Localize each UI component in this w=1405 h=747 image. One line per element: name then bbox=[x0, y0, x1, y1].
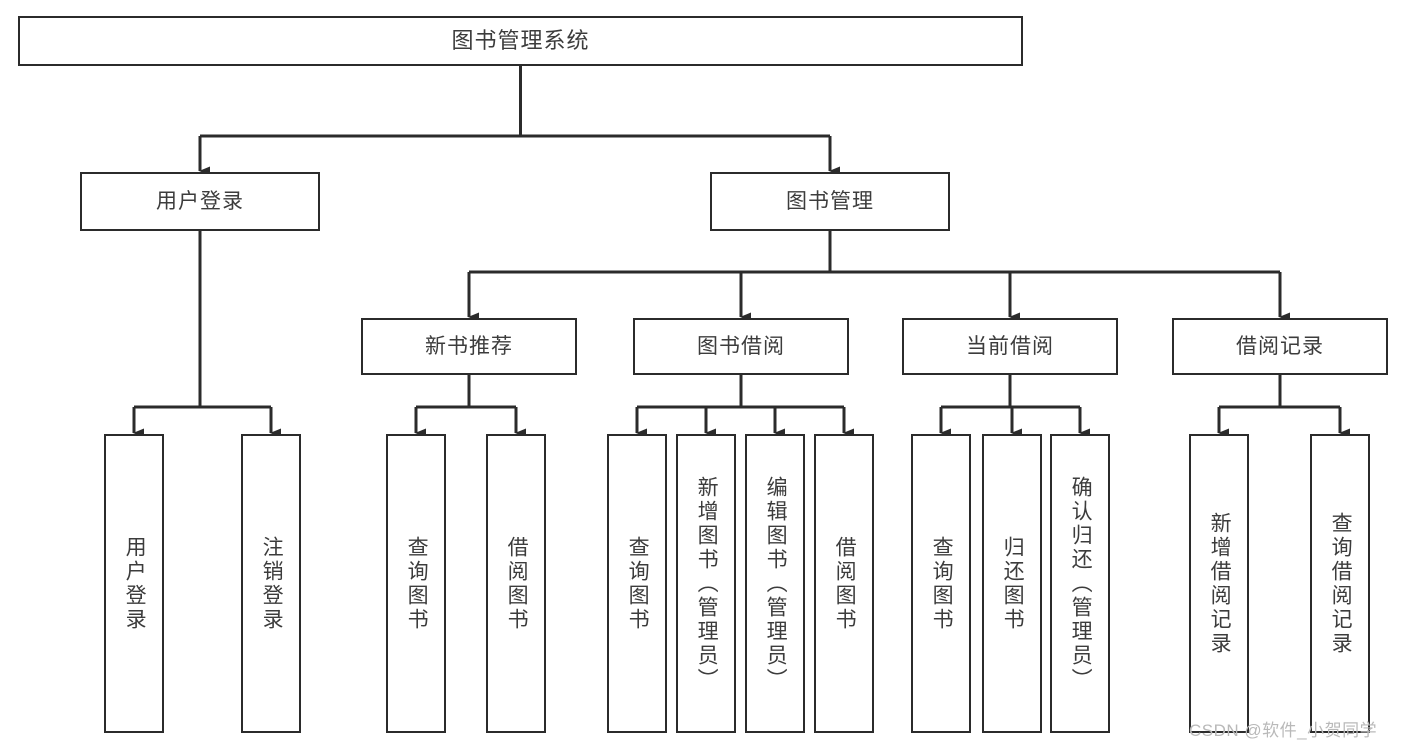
node-current-borrow-label: 当前借阅 bbox=[966, 334, 1054, 358]
node-root[interactable]: 图书管理系统 bbox=[18, 16, 1023, 66]
leaf-query-record-label: 查询借阅记录 bbox=[1329, 511, 1353, 656]
node-current-borrow[interactable]: 当前借阅 bbox=[902, 318, 1118, 375]
node-user-login-label: 用户登录 bbox=[156, 189, 244, 213]
leaf-query-book-cur-label: 查询图书 bbox=[930, 535, 954, 632]
leaf-user-login-label: 用户登录 bbox=[123, 535, 147, 632]
leaf-logout[interactable]: 注销登录 bbox=[241, 434, 301, 733]
leaf-borrow-book-rec[interactable]: 借阅图书 bbox=[486, 434, 546, 733]
leaf-return-book[interactable]: 归还图书 bbox=[982, 434, 1042, 733]
node-user-login[interactable]: 用户登录 bbox=[80, 172, 320, 231]
leaf-confirm-return[interactable]: 确认归还（管理员） bbox=[1050, 434, 1110, 733]
node-book-borrow-label: 图书借阅 bbox=[697, 334, 785, 358]
leaf-query-book-rec[interactable]: 查询图书 bbox=[386, 434, 446, 733]
leaf-edit-book-label: 编辑图书（管理员） bbox=[764, 475, 788, 692]
node-new-book-recommend[interactable]: 新书推荐 bbox=[361, 318, 577, 375]
leaf-borrow-book-rec-label: 借阅图书 bbox=[505, 535, 529, 632]
leaf-query-record[interactable]: 查询借阅记录 bbox=[1310, 434, 1370, 733]
leaf-add-book-label: 新增图书（管理员） bbox=[695, 475, 719, 692]
node-book-manage-label: 图书管理 bbox=[786, 189, 874, 213]
leaf-logout-label: 注销登录 bbox=[260, 535, 284, 632]
leaf-add-record[interactable]: 新增借阅记录 bbox=[1189, 434, 1249, 733]
node-root-label: 图书管理系统 bbox=[451, 27, 590, 53]
leaf-confirm-return-label: 确认归还（管理员） bbox=[1069, 475, 1093, 692]
leaf-return-book-label: 归还图书 bbox=[1001, 535, 1025, 632]
leaf-add-record-label: 新增借阅记录 bbox=[1208, 511, 1232, 656]
node-borrow-record-label: 借阅记录 bbox=[1236, 334, 1324, 358]
leaf-borrow-book[interactable]: 借阅图书 bbox=[814, 434, 874, 733]
node-borrow-record[interactable]: 借阅记录 bbox=[1172, 318, 1388, 375]
leaf-edit-book[interactable]: 编辑图书（管理员） bbox=[745, 434, 805, 733]
leaf-add-book[interactable]: 新增图书（管理员） bbox=[676, 434, 736, 733]
leaf-query-book-rec-label: 查询图书 bbox=[405, 535, 429, 632]
node-book-manage[interactable]: 图书管理 bbox=[710, 172, 950, 231]
node-new-book-recommend-label: 新书推荐 bbox=[425, 334, 513, 358]
node-book-borrow[interactable]: 图书借阅 bbox=[633, 318, 849, 375]
leaf-query-book-cur[interactable]: 查询图书 bbox=[911, 434, 971, 733]
leaf-borrow-book-label: 借阅图书 bbox=[833, 535, 857, 632]
leaf-query-book-borrow[interactable]: 查询图书 bbox=[607, 434, 667, 733]
leaf-user-login[interactable]: 用户登录 bbox=[104, 434, 164, 733]
leaf-query-book-borrow-label: 查询图书 bbox=[626, 535, 650, 632]
